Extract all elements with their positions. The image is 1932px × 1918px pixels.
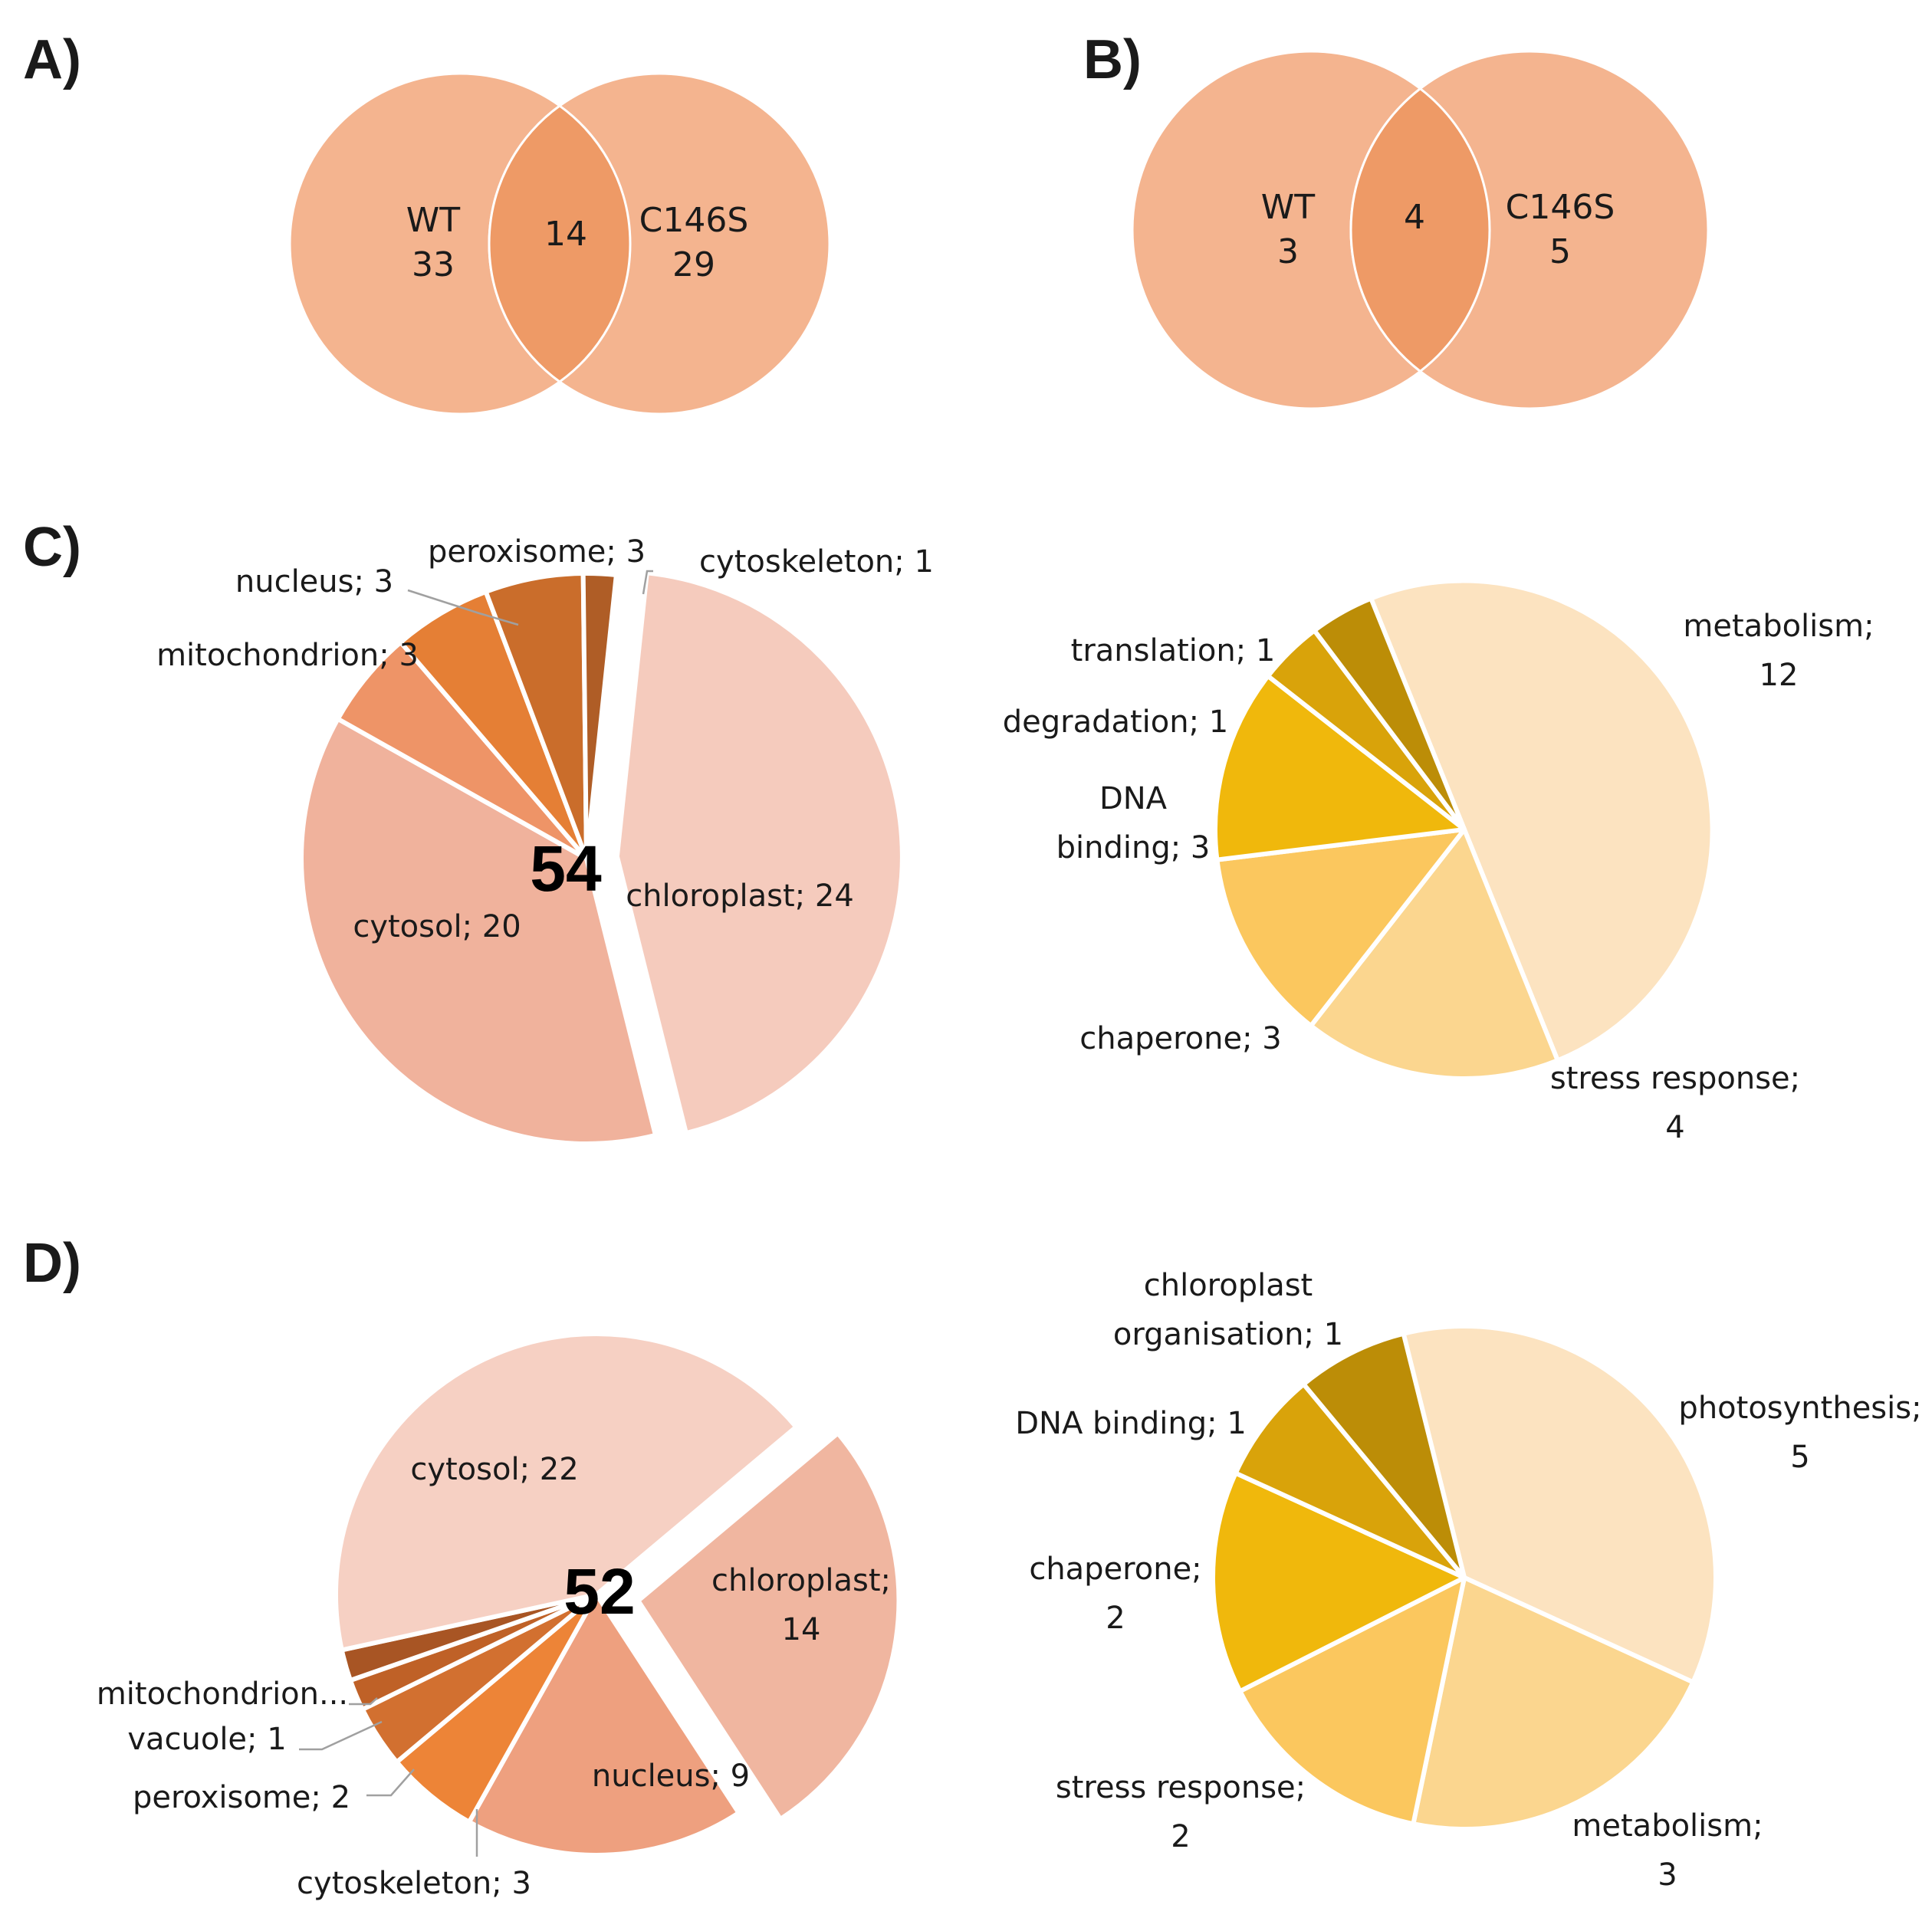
pie-d-localization-label-vacuole: vacuole; 1 [127,1722,286,1757]
pie-c-function-label-degradation: degradation; 1 [1003,704,1229,740]
pie-c-function-label-stress-response: stress response;4 [1550,1061,1800,1145]
pie-c-localization-slice-cytosol [299,716,658,1146]
pie-c-localization-label-mitochondrion: mitochondrion; 3 [156,638,419,673]
pie-c-localization-slice-chloroplast [614,570,905,1136]
pie-c-function-slice-translation [1312,596,1467,832]
pie-c-localization-leader-cytoskeleton [642,570,653,595]
pie-c-localization-slice-cytoskeleton [580,571,619,861]
panel-letter-a: A) [23,29,81,90]
venn-a-overlap [488,104,632,383]
pie-d-function-slice-chaperone [1211,1470,1467,1694]
pie-d-function-slice-metabolism [1411,1575,1696,1831]
pie-c-function-slice-metabolism [1368,578,1715,1063]
pie-d-localization-label-chloroplast: chloroplast;14 [711,1563,891,1647]
pie-d-localization-label-peroxisome: peroxisome; 2 [133,1780,350,1815]
pie-c-function-label-translation: translation; 1 [1071,633,1276,668]
panel-letter-c: C) [23,517,81,578]
pie-c-localization-label-chloroplast: chloroplast; 24 [626,879,854,914]
pie-d-function-label-metabolism: metabolism;3 [1572,1808,1763,1893]
pie-d-function-slice-photosynthesis [1401,1324,1718,1685]
panel-letter-d: D) [23,1233,81,1294]
panel-letter-b: B) [1083,29,1142,90]
pie-c-function-slice-stress-response [1308,827,1560,1081]
pie-d-localization-slice-chloroplast [636,1430,902,1821]
pie-c-function-label-chaperone: chaperone; 3 [1079,1021,1282,1056]
pie-d-localization-label-mitochondrion: mitochondrion... [97,1677,348,1712]
venn-b-intersection-label: 4 [1404,198,1425,237]
pie-d-function-slice-stress-response [1237,1575,1467,1827]
pie-d-function-label-dna-binding: DNA binding; 1 [1015,1406,1247,1441]
pie-d-localization-slice-cytosol [334,1332,799,1653]
pie-d-function-label-stress-response: stress response;2 [1056,1770,1306,1854]
pie-d-function-label-chaperone: chaperone;2 [1029,1552,1201,1636]
pie-c-function-label-metabolism: metabolism;12 [1683,609,1874,693]
pie-c-localization-total-label: 54 [530,833,602,905]
pie-d-localization-total-label: 52 [564,1555,635,1627]
pie-d-function-slice-chloroplast-organisation [1301,1331,1467,1580]
venn-b-overlap [1349,87,1491,373]
pie-d-localization-leader-vacuole [299,1720,383,1751]
pie-d-function-label-photosynthesis: photosynthesis;5 [1678,1391,1921,1475]
pie-d-localization-label-cytoskeleton: cytoskeleton; 3 [297,1866,531,1901]
pie-d-localization-label-nucleus: nucleus; 9 [592,1759,750,1794]
pie-d-localization-slice-nucleus [466,1592,741,1857]
pie-c-localization-label-cytoskeleton: cytoskeleton; 1 [699,544,934,580]
pie-c-localization-label-peroxisome: peroxisome; 3 [428,534,646,570]
pie-c-localization-leader-nucleus [407,589,519,626]
pie-d-localization-leader-peroxisome [366,1769,415,1797]
pie-c-localization-label-cytosol: cytosol; 20 [353,909,521,944]
pie-d-function-slice-dna-binding [1233,1381,1467,1580]
venn-a-intersection-label: 14 [544,215,587,254]
pie-c-function-slice-dna-binding [1213,673,1467,862]
pie-d-localization-leader-mitochondrion [349,1697,378,1706]
pie-d-localization-label-cytosol: cytosol; 22 [410,1452,578,1487]
pie-c-localization-label-nucleus: nucleus; 3 [235,564,393,599]
pie-c-function-slice-chaperone [1214,827,1467,1029]
